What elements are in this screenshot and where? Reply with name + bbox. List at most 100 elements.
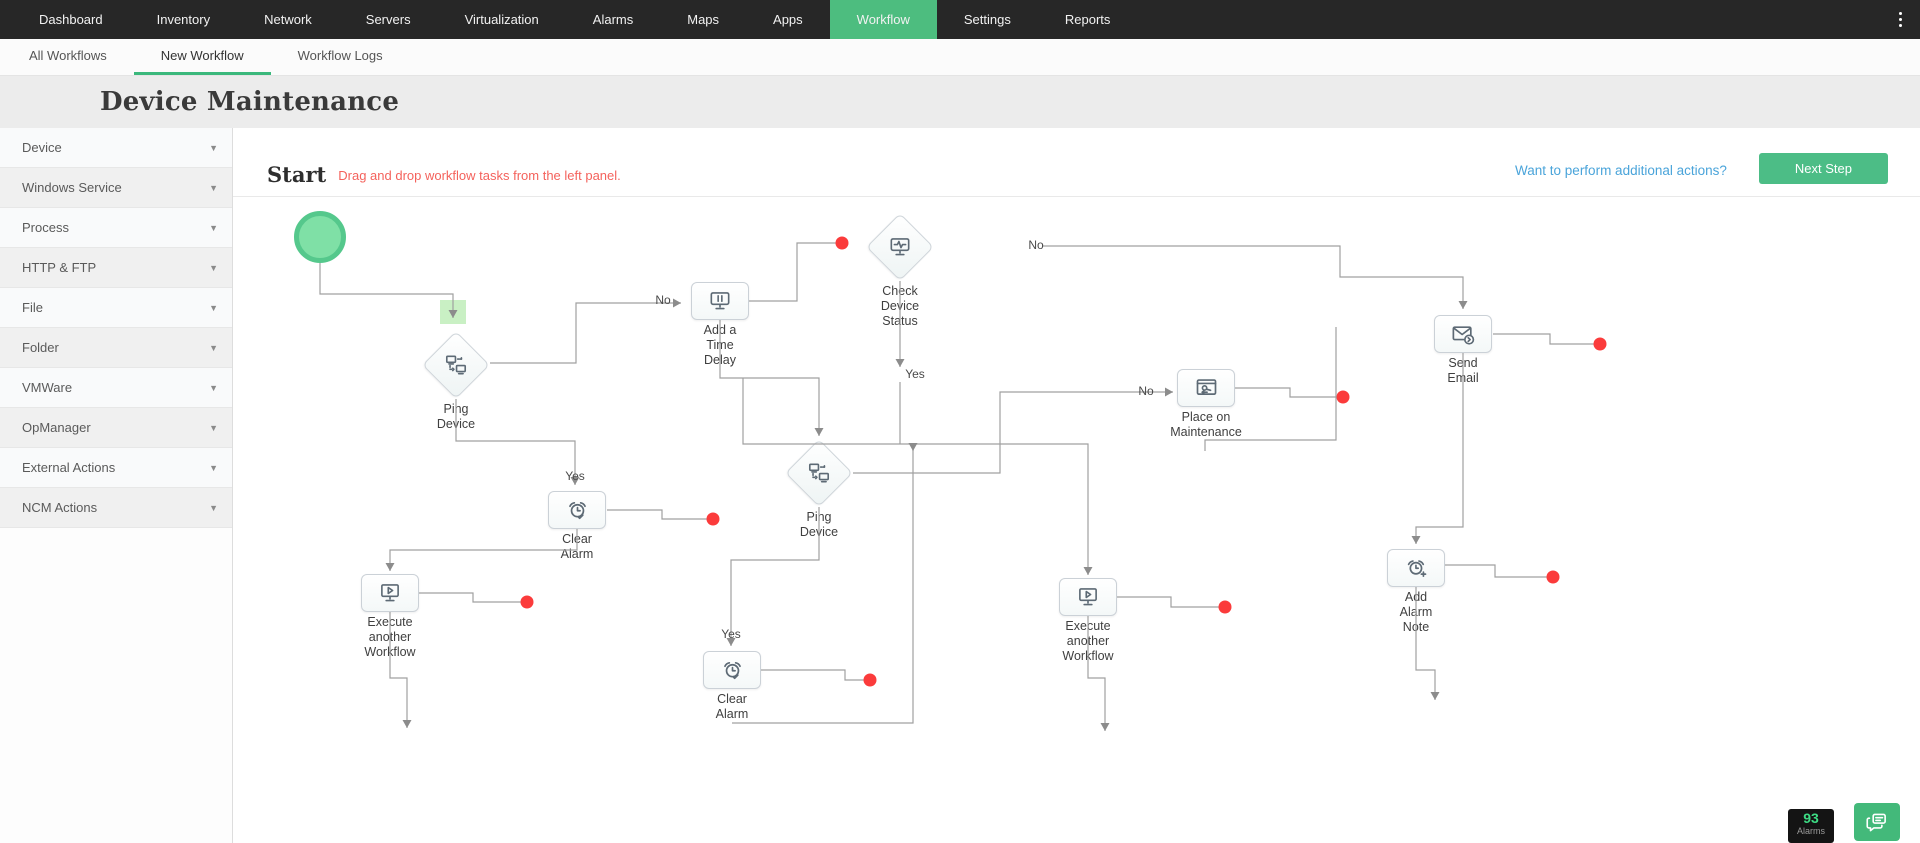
node-label-add-time-delay: Add a Time Delay [703,323,737,367]
nav-item-alarms[interactable]: Alarms [592,12,634,27]
nav-item-servers[interactable]: Servers [365,12,411,27]
sidebar-item-label: Process [22,220,69,235]
sidebar-item-label: NCM Actions [22,500,98,515]
email-icon [1450,321,1477,348]
endpoint-dot[interactable] [706,512,720,526]
workflow-node-ping-device-1[interactable] [422,331,490,399]
connector-arrowhead-icon [1430,692,1440,700]
alarm-count: 93 [1803,810,1819,826]
sidebar-item-folder[interactable]: Folder▼ [0,328,232,368]
connector-arrowhead-icon [895,359,905,367]
sidebar-item-file[interactable]: File ▼ [0,288,232,328]
connector [761,669,870,681]
workflow-node-execute-workflow-1[interactable] [361,574,419,612]
endpoint-dot[interactable] [1593,337,1607,351]
workflow-node-execute-workflow-2[interactable] [1059,578,1117,616]
nav-item-settings[interactable]: Settings [963,12,1011,27]
title-strip: Device Maintenance [0,76,1920,128]
nav-item-reports[interactable]: Reports [1064,12,1111,27]
endpoint-dot[interactable] [835,236,849,250]
workflow-node-drop-highlight[interactable] [440,300,466,324]
sidebar-item-label: HTTP & FTP [22,260,97,275]
workflow-node-add-alarm-note[interactable] [1387,549,1445,587]
tab-all-workflows[interactable]: All Workflows [29,48,107,63]
node-label-check-device-status: Check Device Status [880,284,920,328]
kebab-menu-icon[interactable] [1890,0,1910,39]
connector [419,592,527,603]
nav-item-apps[interactable]: Apps [773,12,803,27]
nav-item-dashboard[interactable]: Dashboard [39,12,103,27]
alarm-count-badge[interactable]: 93 Alarms [1788,809,1834,843]
chevron-down-icon: ▼ [209,142,218,153]
sidebar-item-windows-service[interactable]: Windows Service▼ [0,168,232,208]
additional-actions-link[interactable]: Want to perform additional actions? [1515,163,1727,178]
edge-label-no: No [1138,384,1154,398]
workflow-node-place-on-maintenance[interactable] [1177,369,1235,407]
chevron-down-icon: ▼ [209,302,218,313]
chevron-down-icon: ▼ [209,382,218,393]
connector-arrowhead-icon [385,563,395,571]
connector [319,263,454,318]
nav-item-virtualization[interactable]: Virtualization [464,12,539,27]
nav-item-network[interactable]: Network [264,12,312,27]
chat-icon [1864,809,1890,835]
connector [1493,333,1600,345]
node-label-place-on-maintenance: Place on Maintenance [1170,410,1242,439]
connector-arrowhead-icon [908,443,918,451]
sidebar-item-process[interactable]: Process ▼ [0,208,232,248]
connector [1043,245,1464,309]
connector-arrowhead-icon [1083,567,1093,575]
endpoint-dot[interactable] [1546,570,1560,584]
nav-item-inventory[interactable]: Inventory [156,12,211,27]
workflow-node-add-time-delay[interactable] [691,282,749,320]
ping-icon [806,460,832,486]
sidebar-item-http-ftp[interactable]: HTTP & FTP▼ [0,248,232,288]
connector-arrowhead-icon [1458,301,1468,309]
sidebar-item-external-actions[interactable]: External Actions ▼ [0,448,232,488]
chevron-down-icon: ▼ [209,222,218,233]
sidebar-item-label: File [22,300,43,315]
alarm-count-label: Alarms [1796,826,1825,836]
node-label-clear-alarm-1: Clear Alarm [560,532,594,561]
sidebar-item-opmanager[interactable]: OpManager▼ [0,408,232,448]
workflow-node-clear-alarm-2[interactable] [703,651,761,689]
chevron-down-icon: ▼ [209,342,218,353]
task-palette-sidebar: Device ▼ Windows Service▼ Process ▼ HTTP & FT… [0,128,233,843]
clear-alarm-icon [719,657,746,684]
chevron-down-icon: ▼ [209,462,218,473]
chevron-down-icon: ▼ [209,502,218,513]
endpoint-dot[interactable] [1218,600,1232,614]
execute-workflow-icon [1075,584,1101,610]
nav-item-workflow[interactable]: Workflow [829,0,937,39]
workflow-node-send-email[interactable] [1434,315,1492,353]
workflow-node-clear-alarm-1[interactable] [548,491,606,529]
workflow-node-check-device-status[interactable] [866,213,934,281]
top-nav-items: Dashboard Inventory Network Servers Virtuali… [12,0,1137,39]
next-step-button[interactable]: Next Step [1758,153,1888,184]
connector [1235,387,1343,398]
edge-label-yes: Yes [565,469,585,483]
workflow-tabs: All Workflows New Workflow Workflow Logs [0,39,1920,76]
tab-workflow-logs[interactable]: Workflow Logs [297,48,383,63]
endpoint-dot[interactable] [863,673,877,687]
workflow-node-start[interactable] [294,211,346,263]
workflow-node-ping-device-2[interactable] [785,439,853,507]
nav-item-maps[interactable]: Maps [687,12,720,27]
execute-workflow-icon [377,580,403,606]
connector [1445,564,1553,578]
time-delay-icon [707,288,733,314]
sidebar-item-label: External Actions [22,460,116,475]
connector [607,509,713,520]
connector-arrowhead-icon [402,720,412,728]
endpoint-dot[interactable] [1336,390,1350,404]
tab-new-workflow[interactable]: New Workflow [133,39,271,75]
sidebar-item-vmware[interactable]: VMWare▼ [0,368,232,408]
connector-arrowhead-icon [1411,536,1421,544]
sidebar-item-device[interactable]: Device ▼ [0,128,232,168]
sidebar-item-ncm-actions[interactable]: NCM Actions ▼ [0,488,232,528]
endpoint-dot[interactable] [520,595,534,609]
sidebar-item-label: Device [22,140,62,155]
feedback-button[interactable] [1854,803,1900,841]
connector-arrowhead-icon [814,428,824,436]
